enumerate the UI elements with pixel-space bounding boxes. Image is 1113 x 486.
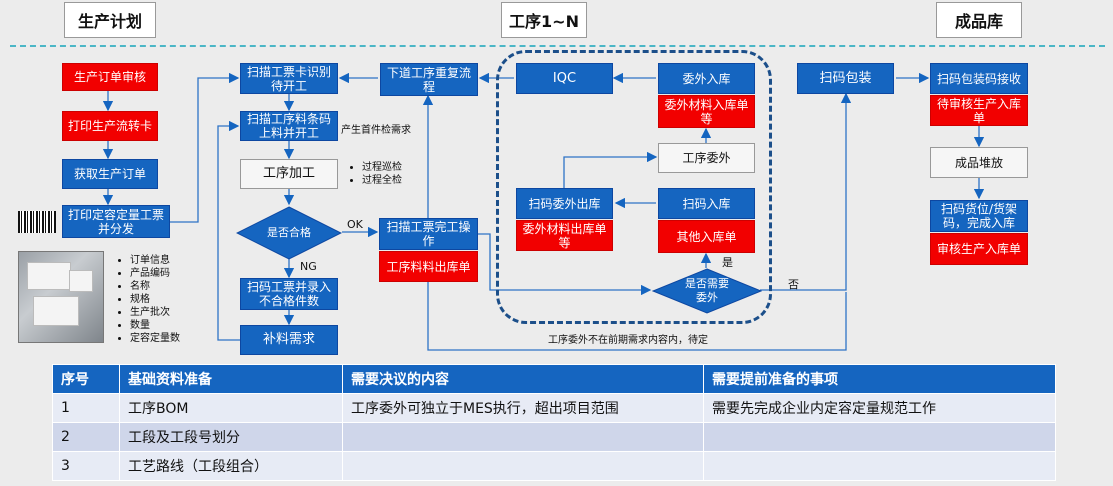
ticket-info-item: 订单信息 <box>130 254 180 267</box>
ticket-info-item: 数量 <box>130 319 180 332</box>
outsource-in-box[interactable]: 委外入库 <box>658 63 755 94</box>
scan-complete-box[interactable]: 扫描工票完工操作 <box>379 218 478 250</box>
print-card-box[interactable]: 打印生产流转卡 <box>62 111 158 141</box>
header-warehouse: 成品库 <box>936 2 1022 38</box>
table-cell: 1 <box>52 393 120 423</box>
table-row: 3 工艺路线（工段组合） <box>52 451 1056 481</box>
next-flow-box[interactable]: 下道工序重复流程 <box>380 63 478 96</box>
get-order-box[interactable]: 获取生产订单 <box>62 159 158 189</box>
table-cell: 工序委外可独立于MES执行，超出项目范围 <box>342 393 704 423</box>
scan-out-doc-box[interactable]: 委外材料出库单等 <box>516 220 613 251</box>
table-cell: 工段及工段号划分 <box>119 422 343 452</box>
other-in-doc-box[interactable]: 其他入库单 <box>658 220 755 253</box>
ticket-info-item: 名称 <box>130 280 180 293</box>
table-cell: 工序BOM <box>119 393 343 423</box>
table-cell: 2 <box>52 422 120 452</box>
review-in-box[interactable]: 审核生产入库单 <box>930 233 1028 265</box>
outsource-box[interactable]: 工序委外 <box>658 143 755 173</box>
inspection-notes: 过程巡检 过程全检 <box>348 161 402 187</box>
ticket-info-item: 产品编码 <box>130 267 180 280</box>
ng-label: NG <box>300 260 317 273</box>
first-check-label: 产生首件检需求 <box>341 125 411 136</box>
table-cell: 3 <box>52 451 120 481</box>
table-cell <box>703 451 1056 481</box>
iqc-box[interactable]: IQC <box>516 63 613 94</box>
divider-line <box>10 45 1105 47</box>
outsource-in-doc-box[interactable]: 委外材料入库单等 <box>658 95 755 128</box>
ok-label: OK <box>347 218 363 231</box>
barcode-icon <box>18 211 56 233</box>
header-plan: 生产计划 <box>64 2 156 38</box>
yes-label: 是 <box>722 256 733 269</box>
outsource-region <box>496 50 772 324</box>
no-label: 否 <box>788 278 799 291</box>
scan-shelf-box[interactable]: 扫码货位/货架码，完成入库 <box>930 200 1028 232</box>
scan-out-box[interactable]: 扫码委外出库 <box>516 188 613 219</box>
ticket-info-item: 定容定量数 <box>130 332 180 345</box>
bottom-note-label: 工序委外不在前期需求内容内，待定 <box>548 335 708 346</box>
header-process: 工序1~N <box>501 2 587 38</box>
record-ng-box[interactable]: 扫码工票并录入不合格件数 <box>240 278 338 310</box>
need-outsource-decision[interactable] <box>652 268 762 314</box>
scan-start-box[interactable]: 扫描工票卡识别待开工 <box>240 63 338 94</box>
table-cell <box>342 451 704 481</box>
need-outsource-label: 是否需要委外 <box>685 277 729 304</box>
inspection-note: 过程全检 <box>362 174 402 187</box>
print-ticket-box[interactable]: 打印定容定量工票并分发 <box>62 205 170 238</box>
scan-in-box[interactable]: 扫码入库 <box>658 188 755 219</box>
replenish-box[interactable]: 补料需求 <box>240 325 338 355</box>
stacking-box[interactable]: 成品堆放 <box>930 147 1028 178</box>
ticket-info-item: 生产批次 <box>130 306 180 319</box>
inspection-note: 过程巡检 <box>362 161 402 174</box>
order-review-box[interactable]: 生产订单审核 <box>62 63 158 91</box>
scan-pack-box[interactable]: 扫码包装 <box>797 63 894 94</box>
col-header: 基础资料准备 <box>119 364 343 394</box>
scan-material-box[interactable]: 扫描工序料条码上料并开工 <box>240 111 338 141</box>
ticket-info-item: 规格 <box>130 293 180 306</box>
processing-box[interactable]: 工序加工 <box>240 159 338 189</box>
material-out-box[interactable]: 工序料料出库单 <box>379 251 478 282</box>
table-row: 2 工段及工段号划分 <box>52 422 1056 452</box>
pending-review-box[interactable]: 待审核生产入库单 <box>930 95 1028 126</box>
table-cell: 工艺路线（工段组合） <box>119 451 343 481</box>
qualified-decision[interactable] <box>236 206 342 260</box>
table-cell <box>342 422 704 452</box>
preparation-table: 序号 基础资料准备 需要决议的内容 需要提前准备的事项 1 工序BOM 工序委外… <box>52 364 1056 481</box>
ticket-photo <box>18 251 104 343</box>
table-row: 1 工序BOM 工序委外可独立于MES执行，超出项目范围 需要先完成企业内定容定… <box>52 393 1056 423</box>
col-header: 需要决议的内容 <box>342 364 704 394</box>
table-cell <box>703 422 1056 452</box>
scan-pack-receive-box[interactable]: 扫码包装码接收 <box>930 63 1028 94</box>
ticket-info-list: 订单信息 产品编码 名称 规格 生产批次 数量 定容定量数 <box>116 254 180 345</box>
table-cell: 需要先完成企业内定容定量规范工作 <box>703 393 1056 423</box>
col-header: 需要提前准备的事项 <box>703 364 1056 394</box>
col-header: 序号 <box>52 364 120 394</box>
table-header-row: 序号 基础资料准备 需要决议的内容 需要提前准备的事项 <box>52 364 1056 394</box>
qualified-label: 是否合格 <box>267 226 311 239</box>
